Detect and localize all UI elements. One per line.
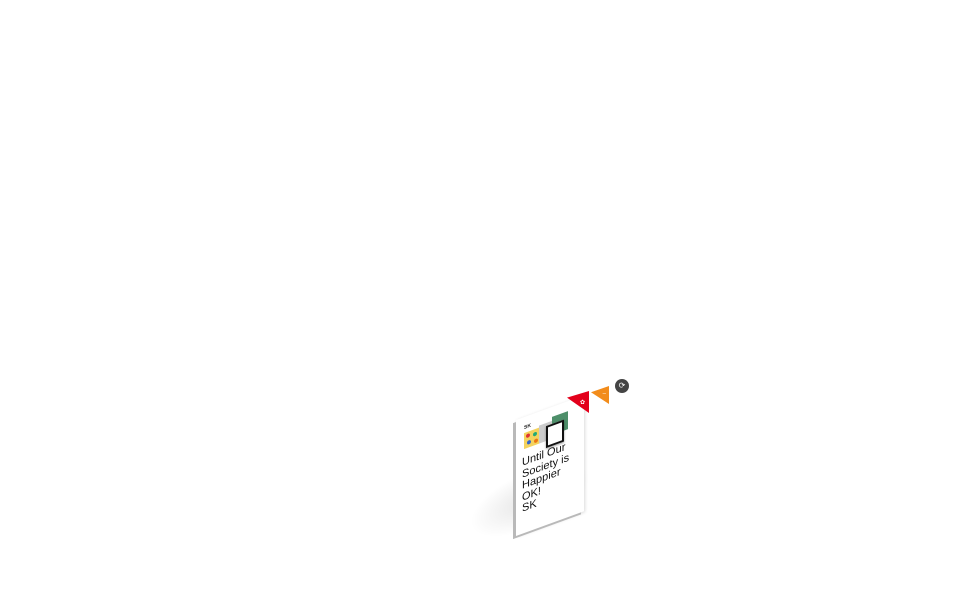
book-cover[interactable]: SK Until Our Society is Happier OK! SK [516,395,584,536]
refresh-icon: ⟳ [618,381,626,390]
book-title: Until Our Society is Happier OK! SK [522,441,570,515]
minus-icon: – [602,391,606,397]
cover-images [524,411,579,450]
refresh-button[interactable]: ⟳ [615,379,629,393]
settings-icon: ✿ [579,400,585,406]
pattern-image [524,427,540,450]
orange-tab[interactable]: – [591,386,609,404]
